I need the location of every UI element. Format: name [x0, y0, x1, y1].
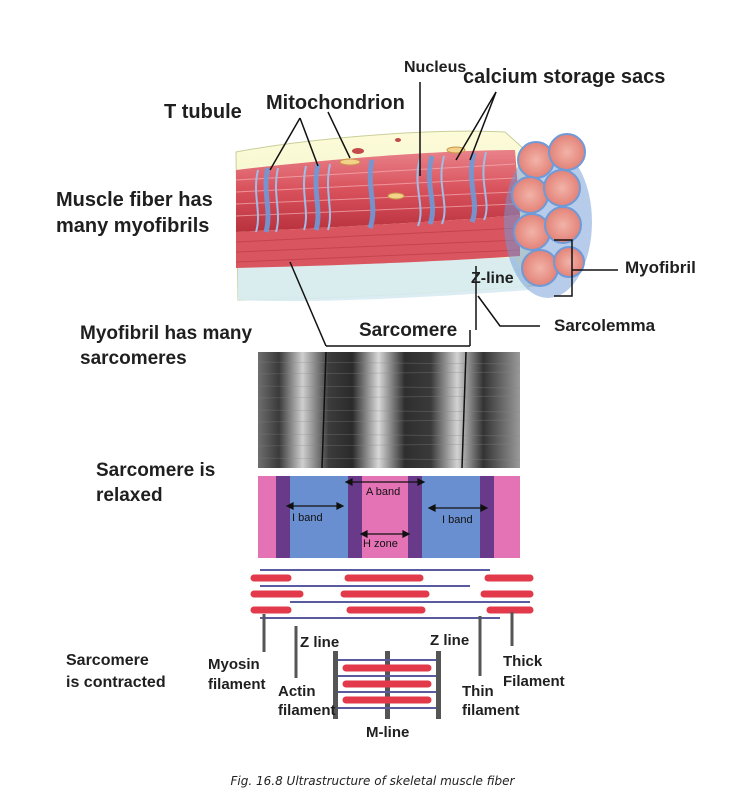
- myofibril-sarcomeres-label-line1: Myofibril has many: [80, 323, 253, 344]
- muscle-fiber: [235, 130, 592, 302]
- t-tubule-label: T tubule: [164, 101, 242, 123]
- z-line-left-label: Z line: [300, 634, 340, 651]
- nucleus-label: Nucleus: [404, 59, 467, 76]
- i-band-left-label: I band: [292, 512, 323, 524]
- myofibril-label: Myofibril: [625, 258, 696, 277]
- relaxed-label-line1: Sarcomere is: [96, 460, 216, 481]
- muscle-fiber-label-line2: many myofibrils: [56, 215, 210, 237]
- relaxed-label-line2: relaxed: [96, 485, 163, 506]
- filament-array: [250, 569, 534, 619]
- h-zone-label: H zone: [363, 538, 398, 550]
- myofibril-cross-section: [504, 133, 592, 298]
- calcium-storage-sacs-label: calcium storage sacs: [463, 66, 666, 88]
- mitochondrion-label: Mitochondrion: [266, 92, 405, 114]
- thin-filament-label-line2: filament: [462, 702, 520, 719]
- muscle-fiber-label-line1: Muscle fiber has: [56, 189, 213, 211]
- z-line-label-top: Z-line: [471, 270, 514, 287]
- figure-caption: Fig. 16.8 Ultrastructure of skeletal mus…: [230, 774, 515, 788]
- filament-leader-lines: [262, 612, 514, 678]
- relaxed-sarcomere-bands: [258, 476, 520, 558]
- actin-filament-label-line2: filament: [278, 702, 336, 719]
- contracted-sarcomere: [333, 651, 441, 719]
- m-line-label: M-line: [366, 724, 410, 741]
- sarcomere-micrograph: [257, 351, 521, 469]
- sarcolemma-label: Sarcolemma: [554, 316, 656, 335]
- thick-filament-label-line2: Filament: [503, 673, 565, 690]
- leader-lines-top: [269, 82, 618, 347]
- sarcomere-label: Sarcomere: [359, 320, 458, 341]
- myofibril-sarcomeres-label-line2: sarcomeres: [80, 348, 187, 369]
- a-band-label: A band: [366, 486, 401, 498]
- thin-filament-label-line1: Thin: [462, 683, 494, 700]
- z-line-right-label: Z line: [430, 632, 470, 649]
- contracted-label-line1: Sarcomere: [66, 652, 149, 669]
- i-band-right-label: I band: [442, 514, 473, 526]
- contracted-label-line2: is contracted: [66, 674, 166, 691]
- actin-filament-label-line1: Actin: [278, 683, 316, 700]
- thick-filament-label-line1: Thick: [503, 653, 543, 670]
- myosin-filament-label-line2: filament: [208, 676, 266, 693]
- myosin-filament-label-line1: Myosin: [208, 656, 260, 673]
